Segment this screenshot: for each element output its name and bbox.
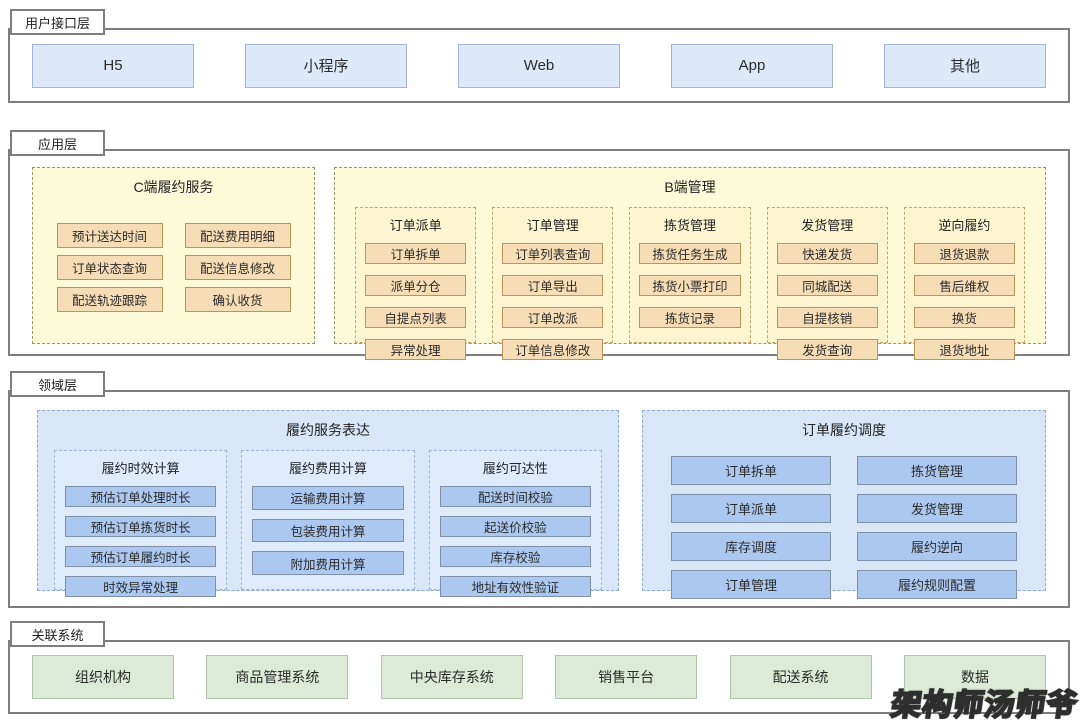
d-item: 预估订单拣货时长 bbox=[65, 516, 217, 537]
sched-item: 订单拆单 bbox=[671, 456, 831, 485]
c-item: 配送轨迹跟踪 bbox=[56, 287, 163, 312]
b-item: 拣货任务生成 bbox=[639, 243, 741, 264]
domain-layer: 领域层 履约服务表达 履约时效计算 预估订单处理时长 预估订单拣货时长 预估订单… bbox=[8, 371, 1070, 608]
scheduling-panel-title: 订单履约调度 bbox=[802, 422, 886, 438]
user-interface-layer-label: 用户接口层 bbox=[10, 9, 105, 35]
b-item: 订单信息修改 bbox=[502, 339, 604, 360]
b-item: 拣货记录 bbox=[639, 307, 741, 328]
group-sla-calc: 履约时效计算 预估订单处理时长 预估订单拣货时长 预估订单履约时长 时效异常处理 bbox=[54, 450, 228, 597]
c-side-item-grid: 预计送达时间 配送费用明细 订单状态查询 配送信息修改 配送轨迹跟踪 确认收货 bbox=[33, 223, 314, 312]
group-reachability: 履约可达性 配送时间校验 起送价校验 库存校验 地址有效性验证 bbox=[428, 450, 602, 597]
related-systems-layer: 关联系统 组织机构 商品管理系统 中央库存系统 销售平台 配送系统 数据 bbox=[8, 621, 1070, 714]
b-item: 自提点列表 bbox=[365, 307, 467, 328]
d-item: 预估订单处理时长 bbox=[65, 486, 217, 507]
group-title: 订单派单 bbox=[389, 218, 442, 233]
c-side-panel-title: C端履约服务 bbox=[133, 179, 214, 195]
b-item: 自提核销 bbox=[776, 307, 878, 328]
b-item: 同城配送 bbox=[776, 275, 878, 296]
sched-item: 拣货管理 bbox=[857, 456, 1017, 485]
system-org: 组织机构 bbox=[32, 655, 174, 699]
b-item: 订单导出 bbox=[502, 275, 604, 296]
b-item: 退货退款 bbox=[913, 243, 1016, 264]
group-title: 履约费用计算 bbox=[288, 461, 367, 476]
b-item: 发货查询 bbox=[776, 339, 878, 360]
domain-layer-label: 领域层 bbox=[10, 371, 105, 397]
b-item: 异常处理 bbox=[365, 339, 467, 360]
b-side-mgmt-panel: B端管理 订单派单 订单拆单 派单分仓 自提点列表 异常处理 订单管理 订单列表… bbox=[334, 167, 1046, 360]
group-title: 订单管理 bbox=[526, 218, 579, 233]
b-side-panel-title: B端管理 bbox=[664, 179, 716, 195]
c-item: 确认收货 bbox=[184, 287, 291, 312]
group-title: 履约时效计算 bbox=[101, 461, 180, 476]
sched-item: 订单管理 bbox=[671, 570, 831, 599]
d-item: 起送价校验 bbox=[439, 516, 591, 537]
d-item: 地址有效性验证 bbox=[439, 576, 591, 597]
c-item: 订单状态查询 bbox=[56, 255, 163, 280]
ui-box-web: Web bbox=[458, 43, 620, 88]
group-title: 拣货管理 bbox=[664, 218, 717, 233]
d-item: 时效异常处理 bbox=[65, 576, 217, 597]
group-shipping-mgmt: 发货管理 快递发货 同城配送 自提核销 发货查询 bbox=[766, 207, 888, 360]
b-item: 订单列表查询 bbox=[502, 243, 604, 264]
order-fulfillment-scheduling-panel: 订单履约调度 订单拆单 拣货管理 订单派单 发货管理 库存调度 履约逆向 订单管… bbox=[642, 410, 1046, 599]
b-item: 退货地址 bbox=[913, 339, 1016, 360]
sched-item: 库存调度 bbox=[671, 532, 831, 561]
c-side-fulfillment-panel: C端履约服务 预计送达时间 配送费用明细 订单状态查询 配送信息修改 配送轨迹跟… bbox=[32, 167, 315, 344]
d-item: 运输费用计算 bbox=[252, 486, 404, 510]
sched-item: 履约逆向 bbox=[857, 532, 1017, 561]
sched-item: 发货管理 bbox=[857, 494, 1017, 523]
b-item: 快递发货 bbox=[776, 243, 878, 264]
watermark-text: 架构师汤师爷 bbox=[888, 688, 1080, 723]
system-data: 数据 bbox=[903, 655, 1046, 699]
system-sales-platform: 销售平台 bbox=[555, 655, 698, 699]
sched-item: 履约规则配置 bbox=[857, 570, 1017, 599]
application-layer: 应用层 C端履约服务 预计送达时间 配送费用明细 订单状态查询 配送信息修改 配… bbox=[8, 130, 1070, 360]
expression-panel-title: 履约服务表达 bbox=[286, 422, 370, 438]
expression-columns: 履约时效计算 预估订单处理时长 预估订单拣货时长 预估订单履约时长 时效异常处理… bbox=[54, 450, 602, 597]
ui-box-other: 其他 bbox=[884, 43, 1046, 88]
d-item: 配送时间校验 bbox=[439, 486, 591, 507]
c-item: 配送费用明细 bbox=[184, 223, 291, 248]
group-title: 发货管理 bbox=[801, 218, 854, 233]
ui-box-app: App bbox=[671, 43, 833, 88]
c-item: 配送信息修改 bbox=[184, 255, 291, 280]
application-layer-label: 应用层 bbox=[10, 130, 105, 156]
b-item: 售后维权 bbox=[913, 275, 1016, 296]
group-order-mgmt: 订单管理 订单列表查询 订单导出 订单改派 订单信息修改 bbox=[492, 207, 614, 360]
ui-box-miniprogram: 小程序 bbox=[245, 43, 407, 88]
b-item: 派单分仓 bbox=[365, 275, 467, 296]
ui-box-row: H5 小程序 Web App 其他 bbox=[10, 30, 1068, 101]
c-item: 预计送达时间 bbox=[56, 223, 163, 248]
system-delivery: 配送系统 bbox=[729, 655, 872, 699]
related-systems-layer-label: 关联系统 bbox=[10, 621, 105, 647]
group-order-dispatch: 订单派单 订单拆单 派单分仓 自提点列表 异常处理 bbox=[355, 207, 477, 360]
d-item: 包装费用计算 bbox=[252, 518, 404, 543]
sched-item: 订单派单 bbox=[671, 494, 831, 523]
group-title: 履约可达性 bbox=[482, 461, 548, 476]
d-item: 库存校验 bbox=[439, 546, 591, 567]
b-side-columns: 订单派单 订单拆单 派单分仓 自提点列表 异常处理 订单管理 订单列表查询 订单… bbox=[355, 207, 1026, 360]
group-picking-mgmt: 拣货管理 拣货任务生成 拣货小票打印 拣货记录 bbox=[629, 207, 751, 343]
group-reverse-fulfillment: 逆向履约 退货退款 售后维权 换货 退货地址 bbox=[903, 207, 1026, 360]
scheduling-grid: 订单拆单 拣货管理 订单派单 发货管理 库存调度 履约逆向 订单管理 履约规则配… bbox=[671, 456, 1017, 599]
d-item: 预估订单履约时长 bbox=[65, 546, 217, 567]
b-item: 换货 bbox=[913, 307, 1016, 328]
ui-box-h5: H5 bbox=[32, 43, 194, 88]
system-product-mgmt: 商品管理系统 bbox=[206, 655, 349, 699]
b-item: 拣货小票打印 bbox=[639, 275, 741, 296]
b-item: 订单拆单 bbox=[365, 243, 467, 264]
system-central-inventory: 中央库存系统 bbox=[380, 655, 523, 699]
user-interface-layer: 用户接口层 H5 小程序 Web App 其他 bbox=[8, 9, 1070, 103]
b-item: 订单改派 bbox=[502, 307, 604, 328]
d-item: 附加费用计算 bbox=[252, 551, 404, 576]
fulfillment-expression-panel: 履约服务表达 履约时效计算 预估订单处理时长 预估订单拣货时长 预估订单履约时长… bbox=[37, 410, 619, 597]
group-fee-calc: 履约费用计算 运输费用计算 包装费用计算 附加费用计算 bbox=[241, 450, 415, 590]
systems-box-row: 组织机构 商品管理系统 中央库存系统 销售平台 配送系统 数据 bbox=[10, 642, 1068, 712]
group-title: 逆向履约 bbox=[938, 218, 991, 233]
